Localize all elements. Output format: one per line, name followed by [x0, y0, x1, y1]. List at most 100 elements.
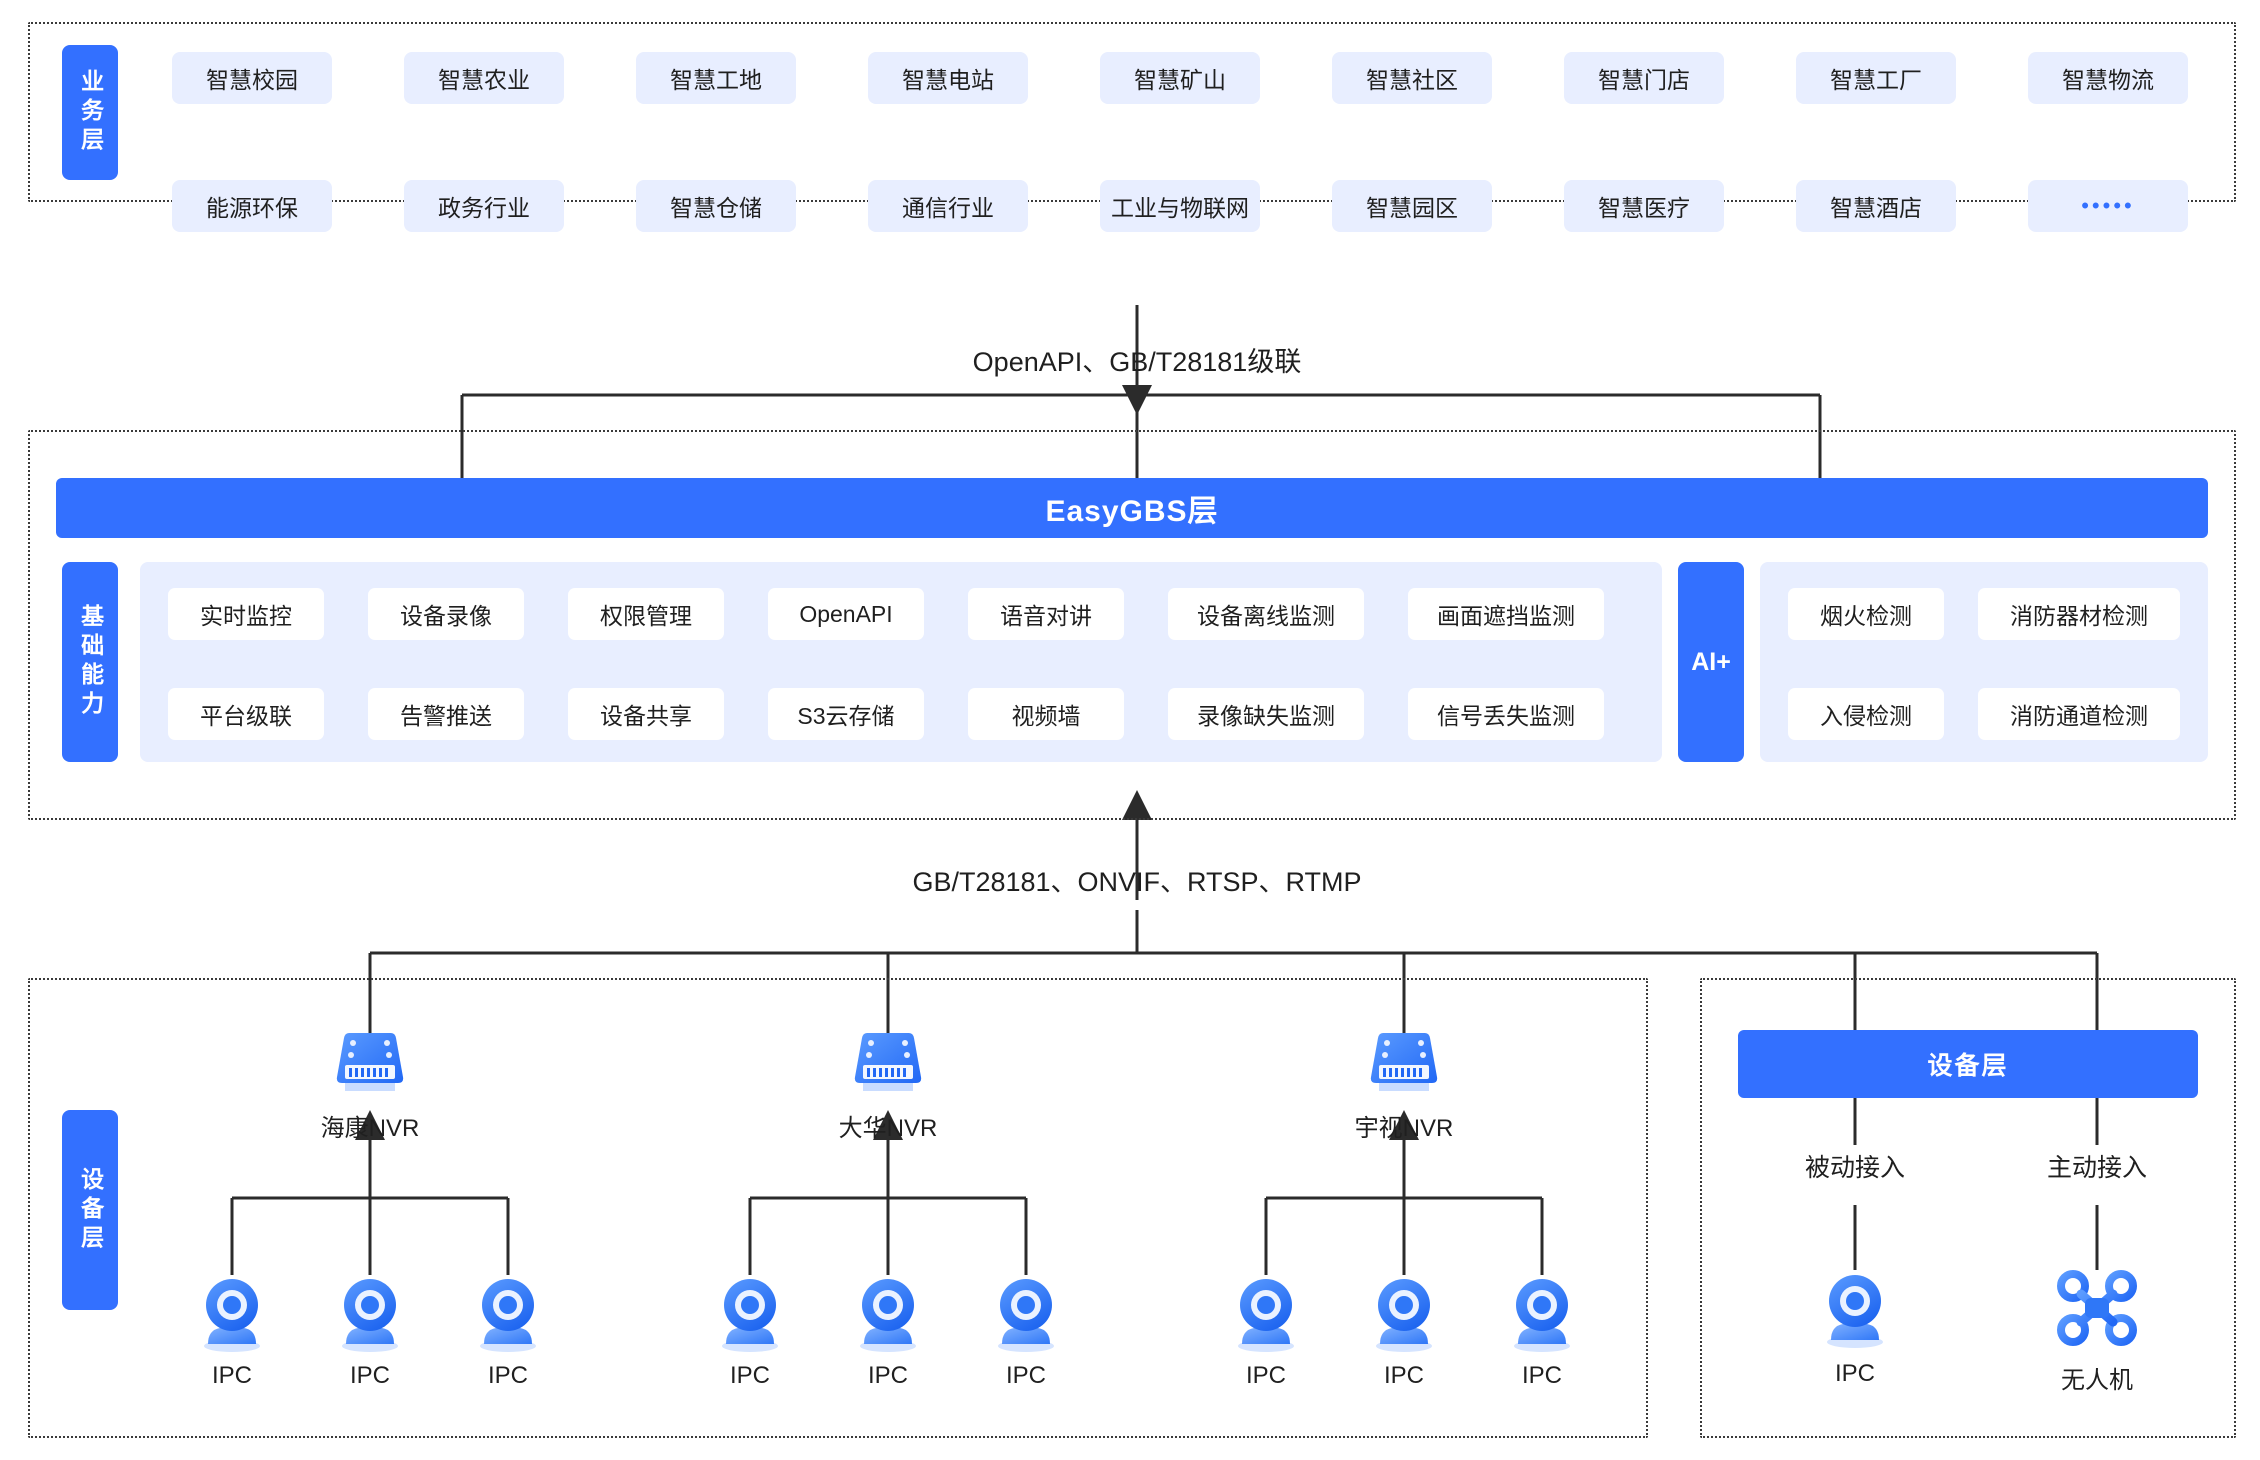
ai-capability-chip-label: 消防器材检测: [2010, 603, 2148, 629]
business-pill-more[interactable]: •••••: [2028, 180, 2188, 232]
easygbs-bar[interactable]: EasyGBS层: [56, 478, 2208, 538]
business-pill[interactable]: 通信行业: [868, 180, 1028, 232]
business-pill-label: 智慧电站: [902, 67, 994, 93]
capability-chip[interactable]: 设备离线监测: [1168, 588, 1364, 640]
capability-chip[interactable]: 视频墙: [968, 688, 1124, 740]
camera-label: IPC: [1383, 1362, 1424, 1389]
camera-icon[interactable]: [1502, 1272, 1582, 1354]
capability-chip-label: 平台级联: [200, 703, 292, 729]
capability-chip[interactable]: 语音对讲: [968, 588, 1124, 640]
capability-chip[interactable]: 权限管理: [568, 588, 724, 640]
business-pill[interactable]: 智慧电站: [868, 52, 1028, 104]
camera-label: IPC: [1521, 1362, 1562, 1389]
business-pill-label: 政务行业: [438, 195, 530, 221]
capability-chip[interactable]: 设备录像: [368, 588, 524, 640]
business-pill-label: 智慧工厂: [1830, 67, 1922, 93]
capability-chip[interactable]: OpenAPI: [768, 588, 924, 640]
business-pill-label: 工业与物联网: [1111, 195, 1249, 221]
business-pill-label: 智慧仓储: [670, 195, 762, 221]
capability-chip-label: 设备共享: [600, 703, 692, 729]
business-pill[interactable]: 智慧仓储: [636, 180, 796, 232]
ai-capability-chip-label: 消防通道检测: [2010, 703, 2148, 729]
access-mode-label: 主动接入: [2046, 1154, 2147, 1182]
nvr-label: 大华NVR: [838, 1115, 938, 1142]
device-layer-side-label: 设备层: [62, 1110, 118, 1310]
camera-label: IPC: [349, 1362, 390, 1389]
capability-chip-label: S3云存储: [797, 703, 895, 729]
device-layer-bar[interactable]: 设备层: [1738, 1030, 2198, 1098]
ai-capability-chip[interactable]: 烟火检测: [1788, 588, 1944, 640]
capability-chip[interactable]: 设备共享: [568, 688, 724, 740]
nvr-label: 宇视NVR: [1354, 1115, 1454, 1142]
nvr-icon[interactable]: [843, 1025, 933, 1097]
business-pill-label: 智慧医疗: [1598, 195, 1690, 221]
business-pill[interactable]: 智慧校园: [172, 52, 332, 104]
capability-chip-label: 录像缺失监测: [1197, 703, 1335, 729]
ai-capability-chip[interactable]: 消防器材检测: [1978, 588, 2180, 640]
capability-chip-label: 告警推送: [400, 703, 492, 729]
ai-capability-chip-label: 烟火检测: [1820, 603, 1912, 629]
business-pill[interactable]: 政务行业: [404, 180, 564, 232]
camera-label: IPC: [487, 1362, 528, 1389]
business-pill[interactable]: 智慧工厂: [1796, 52, 1956, 104]
camera-label: IPC: [867, 1362, 908, 1389]
business-pill[interactable]: 智慧农业: [404, 52, 564, 104]
camera-icon[interactable]: [848, 1272, 928, 1354]
ai-capability-chip[interactable]: 入侵检测: [1788, 688, 1944, 740]
business-pill[interactable]: 智慧门店: [1564, 52, 1724, 104]
capability-chip-label: 画面遮挡监测: [1437, 603, 1575, 629]
camera-icon[interactable]: [1226, 1272, 1306, 1354]
nvr-icon[interactable]: [325, 1025, 415, 1097]
access-mode-label: 被动接入: [1804, 1154, 1905, 1182]
device-layer-direct-frame: [1700, 978, 2236, 1438]
camera-icon[interactable]: [468, 1272, 548, 1354]
camera-label: IPC: [211, 1362, 252, 1389]
capability-chip-label: 设备录像: [400, 603, 492, 629]
drone-icon[interactable]: [2055, 1268, 2139, 1350]
ai-capability-chip[interactable]: 消防通道检测: [1978, 688, 2180, 740]
platform-layer-side-label: 基础能力: [62, 562, 118, 762]
camera-icon[interactable]: [1364, 1272, 1444, 1354]
business-pill[interactable]: 智慧医疗: [1564, 180, 1724, 232]
camera-icon[interactable]: [710, 1272, 790, 1354]
capability-chip-label: OpenAPI: [799, 600, 893, 627]
capability-chip[interactable]: 平台级联: [168, 688, 324, 740]
business-pill-label: 智慧社区: [1366, 67, 1458, 93]
business-pill[interactable]: 智慧物流: [2028, 52, 2188, 104]
business-pill-label: 智慧酒店: [1830, 195, 1922, 221]
capability-chip[interactable]: S3云存储: [768, 688, 924, 740]
business-pill[interactable]: 智慧园区: [1332, 180, 1492, 232]
business-layer-side-label: 业务层: [62, 45, 118, 180]
drone-label: 无人机: [2061, 1367, 2133, 1394]
capability-chip-label: 视频墙: [1011, 703, 1081, 729]
business-pill-label: 智慧矿山: [1134, 67, 1226, 93]
capability-chip[interactable]: 实时监控: [168, 588, 324, 640]
capability-chip[interactable]: 告警推送: [368, 688, 524, 740]
capability-chip[interactable]: 录像缺失监测: [1168, 688, 1364, 740]
connector-top-label: OpenAPI、GB/T28181级联: [972, 347, 1302, 377]
camera-icon[interactable]: [1815, 1268, 1895, 1350]
business-pill-label: 智慧园区: [1366, 195, 1458, 221]
camera-label: IPC: [1005, 1362, 1046, 1389]
business-pill-label: 智慧校园: [206, 67, 298, 93]
camera-icon[interactable]: [986, 1272, 1066, 1354]
ai-capability-chip-label: 入侵检测: [1820, 703, 1912, 729]
camera-icon[interactable]: [192, 1272, 272, 1354]
business-pill[interactable]: 智慧酒店: [1796, 180, 1956, 232]
business-pill[interactable]: 智慧工地: [636, 52, 796, 104]
camera-label: IPC: [1834, 1360, 1875, 1387]
business-pill-label: 智慧物流: [2062, 67, 2154, 93]
business-pill[interactable]: 智慧社区: [1332, 52, 1492, 104]
nvr-icon[interactable]: [1359, 1025, 1449, 1097]
business-pill-label: 智慧门店: [1598, 67, 1690, 93]
business-pill[interactable]: 工业与物联网: [1100, 180, 1260, 232]
business-pill[interactable]: 智慧矿山: [1100, 52, 1260, 104]
camera-label: IPC: [1245, 1362, 1286, 1389]
camera-icon[interactable]: [330, 1272, 410, 1354]
capability-chip-label: 语音对讲: [1000, 603, 1092, 629]
capability-chip[interactable]: 信号丢失监测: [1408, 688, 1604, 740]
business-pill-label: •••••: [2081, 193, 2135, 218]
capability-chip[interactable]: 画面遮挡监测: [1408, 588, 1604, 640]
business-pill[interactable]: 能源环保: [172, 180, 332, 232]
